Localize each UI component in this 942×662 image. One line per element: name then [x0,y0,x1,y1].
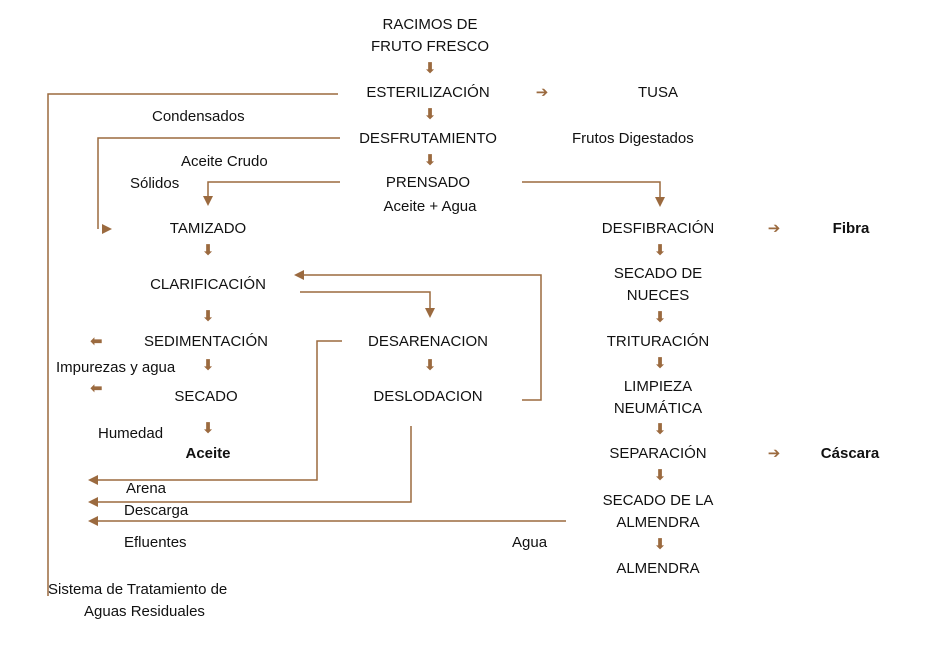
label-frutos-digestados: Frutos Digestados [572,130,694,147]
arrow-down-icon: ⬇ [201,242,215,259]
arrow-down-icon: ⬇ [201,357,215,374]
node-racimos-line1: RACIMOS DE [382,16,478,33]
node-almendra: ALMENDRA [616,560,700,577]
arrow-down-icon: ⬇ [201,420,215,437]
arrow-down-icon: ⬇ [423,152,437,169]
label-aceite-crudo: Aceite Crudo [181,153,268,170]
node-fibra: Fibra [832,220,870,237]
arrow-right-icon: ➔ [767,220,781,237]
node-desarenacion: DESARENACION [367,333,489,350]
line-clarificacion-to-desarenacion [300,291,431,309]
line-deslodacion-return [300,274,542,401]
arrow-down-icon: ⬇ [423,357,437,374]
node-secado-nueces-line2: NUECES [626,287,690,304]
node-limpieza-line1: LIMPIEZA [623,378,693,395]
arrow-down-icon: ⬇ [423,60,437,77]
arrow-left-icon: ⬅ [90,333,103,350]
node-secado: SECADO [174,388,238,405]
node-tamizado: TAMIZADO [169,220,247,237]
arrow-down-icon: ⬇ [423,106,437,123]
label-humedad: Humedad [98,425,164,442]
arrow-down-icon: ⬇ [201,308,215,325]
label-condensados: Condensados [152,108,245,125]
arrowhead-tamizado-solids [203,196,213,206]
arrowhead-arena [88,475,98,485]
node-desfibracion: DESFIBRACIÓN [601,220,715,237]
arrowhead-desfibracion [655,197,665,207]
arrowhead-descarga [88,497,98,507]
node-racimos-line2: FRUTO FRESCO [370,38,490,55]
node-clarificacion: CLARIFICACIÓN [150,276,266,293]
arrow-down-icon: ⬇ [653,421,667,438]
arrowhead-clarificacion-return [294,270,304,280]
arrow-right-icon: ➔ [767,445,781,462]
node-sedimentacion: SEDIMENTACIÓN [144,333,268,350]
line-desfrutamiento-to-tamizado [97,137,340,229]
label-solidos: Sólidos [130,175,180,192]
label-arena: Arena [126,480,167,497]
arrow-down-icon: ⬇ [653,536,667,553]
node-desfrutamiento: DESFRUTAMIENTO [359,130,497,147]
label-impurezas-agua: Impurezas y agua [56,359,176,376]
arrow-right-icon: ➔ [535,84,549,101]
node-secado-almendra-line1: SECADO DE LA [602,492,714,509]
line-esterilizacion-to-treatment [47,93,338,596]
node-tusa: TUSA [637,84,679,101]
node-secado-nueces-line1: SECADO DE [613,265,703,282]
label-aceite-agua: Aceite + Agua [383,198,477,215]
node-cascara: Cáscara [820,445,880,462]
node-deslodacion: DESLODACION [373,388,483,405]
line-deslodacion-to-descarga [96,426,412,503]
label-agua: Agua [512,534,548,551]
arrow-down-icon: ⬇ [653,355,667,372]
arrowhead-tamizado-condensados [102,224,112,234]
line-prensado-to-tamizado [207,181,340,197]
node-aceite: Aceite [185,445,231,462]
arrow-down-icon: ⬇ [653,467,667,484]
node-sistema-line2: Aguas Residuales [84,603,205,620]
label-descarga: Descarga [124,502,189,519]
arrowhead-desarenacion [425,308,435,318]
node-secado-almendra-line2: ALMENDRA [616,514,700,531]
arrow-left-icon: ⬅ [90,380,103,397]
node-prensado: PRENSADO [385,174,471,191]
node-separacion: SEPARACIÓN [609,445,707,462]
arrow-down-icon: ⬇ [653,309,667,326]
arrowhead-agua [88,516,98,526]
arrow-down-icon: ⬇ [653,242,667,259]
label-efluentes: Efluentes [124,534,187,551]
line-prensado-to-desfibracion [522,181,661,198]
node-trituracion: TRITURACIÓN [606,333,710,350]
node-esterilizacion: ESTERILIZACIÓN [366,84,490,101]
node-limpieza-line2: NEUMÁTICA [613,400,703,417]
line-desarenacion-to-arena [96,340,342,481]
node-sistema-line1: Sistema de Tratamiento de [48,581,228,598]
